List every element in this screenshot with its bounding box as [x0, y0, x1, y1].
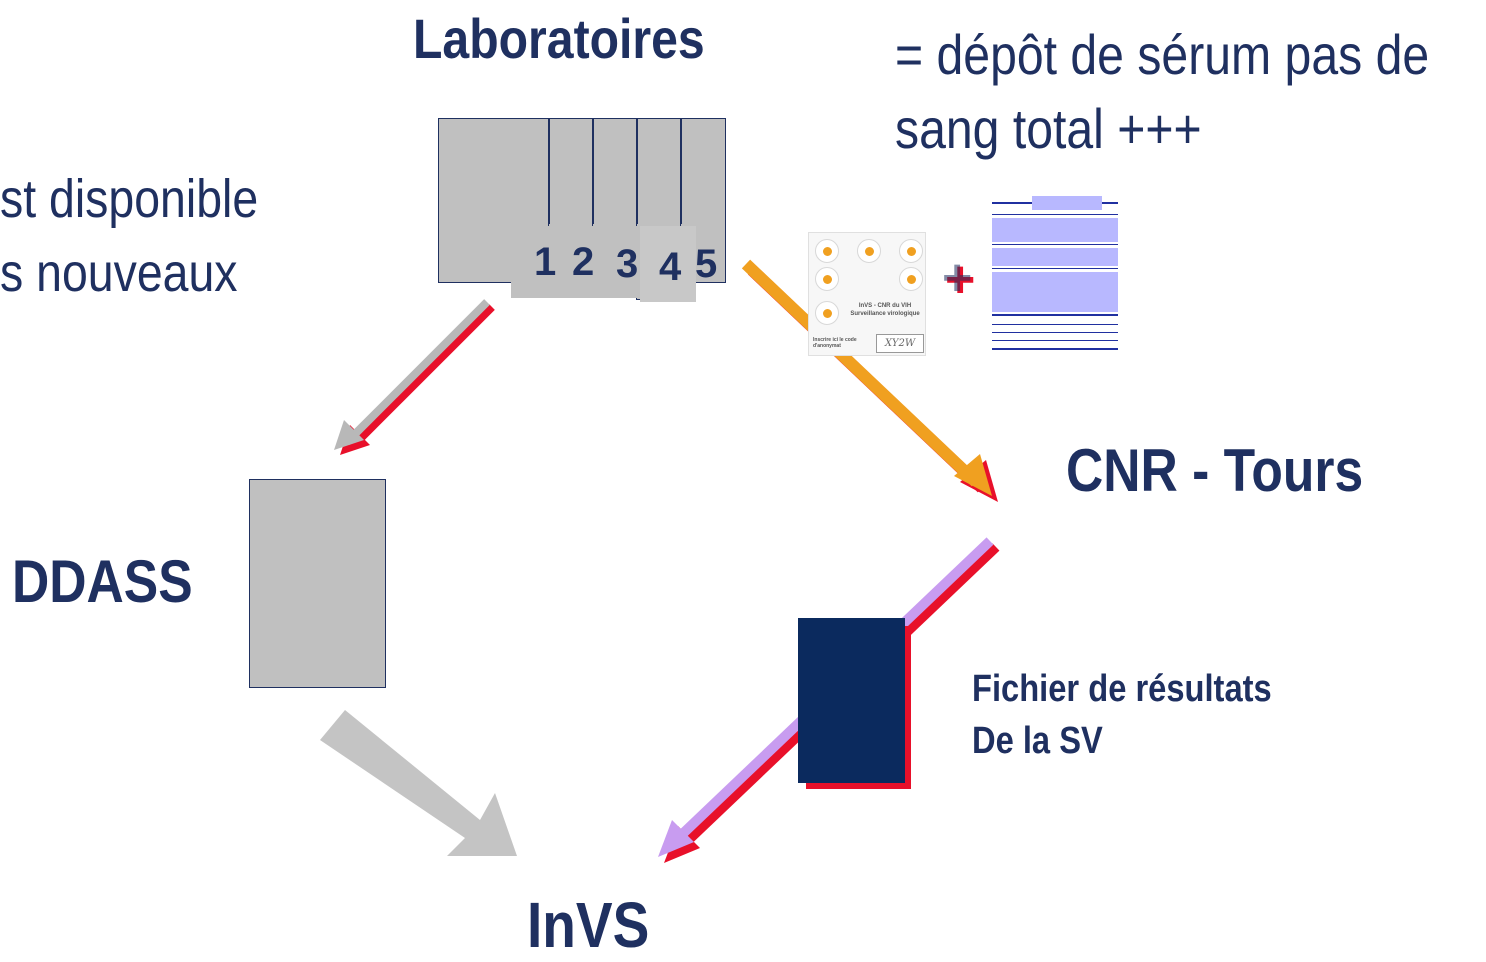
sample-card-subtitle: Surveillance virologique — [850, 311, 920, 317]
doc-line — [992, 244, 1118, 245]
lab-divider-1 — [548, 118, 550, 224]
arrow-lab-to-cnr — [741, 259, 998, 502]
lab-divider-4 — [680, 118, 682, 224]
arrow-lab-to-ddass — [334, 299, 495, 455]
doc-line — [992, 340, 1118, 341]
lab-number-5: 5 — [695, 242, 718, 286]
plus-sign: + — [945, 251, 976, 309]
laboratoires-title: Laboratoires — [413, 7, 705, 70]
sample-well — [899, 239, 923, 263]
sample-well — [815, 267, 839, 291]
doc-block — [992, 272, 1118, 312]
sample-card-caption: Inscrire ici le code d'anonymat — [813, 337, 857, 349]
ddass-title: DDASS — [12, 548, 193, 615]
doc-header-block — [1032, 196, 1102, 210]
lab-divider-3 — [636, 118, 638, 224]
sample-well — [815, 301, 839, 325]
fichier-line-1: Fichier de résultats — [972, 668, 1272, 710]
left-text-line-1: st disponible — [0, 169, 259, 229]
results-file-box — [798, 618, 905, 783]
lab-form-bottom-overlap-2 — [640, 226, 696, 302]
doc-line — [992, 314, 1118, 316]
lab-number-1: 1 — [534, 240, 557, 284]
doc-line — [992, 214, 1118, 215]
lab-number-2: 2 — [572, 240, 595, 284]
lab-number-3: 3 — [616, 242, 639, 286]
cnr-title: CNR - Tours — [1066, 437, 1364, 504]
note-line-2: sang total +++ — [895, 97, 1202, 160]
sample-card-code: XY2W — [876, 334, 924, 353]
sample-well — [815, 239, 839, 263]
doc-line — [992, 348, 1118, 350]
sample-card-title: InVS - CNR du VIH — [858, 303, 912, 309]
left-text-line-2: s nouveaux — [0, 243, 238, 303]
plus-sign-shadow: + — [942, 249, 973, 307]
sample-well — [899, 267, 923, 291]
sample-card: InVS - CNR du VIH Surveillance virologiq… — [808, 232, 926, 356]
doc-line — [992, 324, 1118, 325]
sample-well — [857, 239, 881, 263]
lab-form-bottom-overlap — [511, 226, 641, 298]
arrow-ddass-to-invs — [320, 710, 517, 856]
note-line-1: = dépôt de sérum pas de — [895, 23, 1430, 86]
form-document — [992, 196, 1118, 352]
ddass-box — [249, 479, 386, 688]
lab-number-4: 4 — [659, 245, 682, 289]
lab-divider-2 — [592, 118, 594, 224]
doc-block — [992, 218, 1118, 242]
doc-block — [992, 248, 1118, 266]
doc-line — [992, 268, 1118, 269]
fichier-line-2: De la SV — [972, 720, 1103, 762]
doc-line — [992, 332, 1118, 333]
